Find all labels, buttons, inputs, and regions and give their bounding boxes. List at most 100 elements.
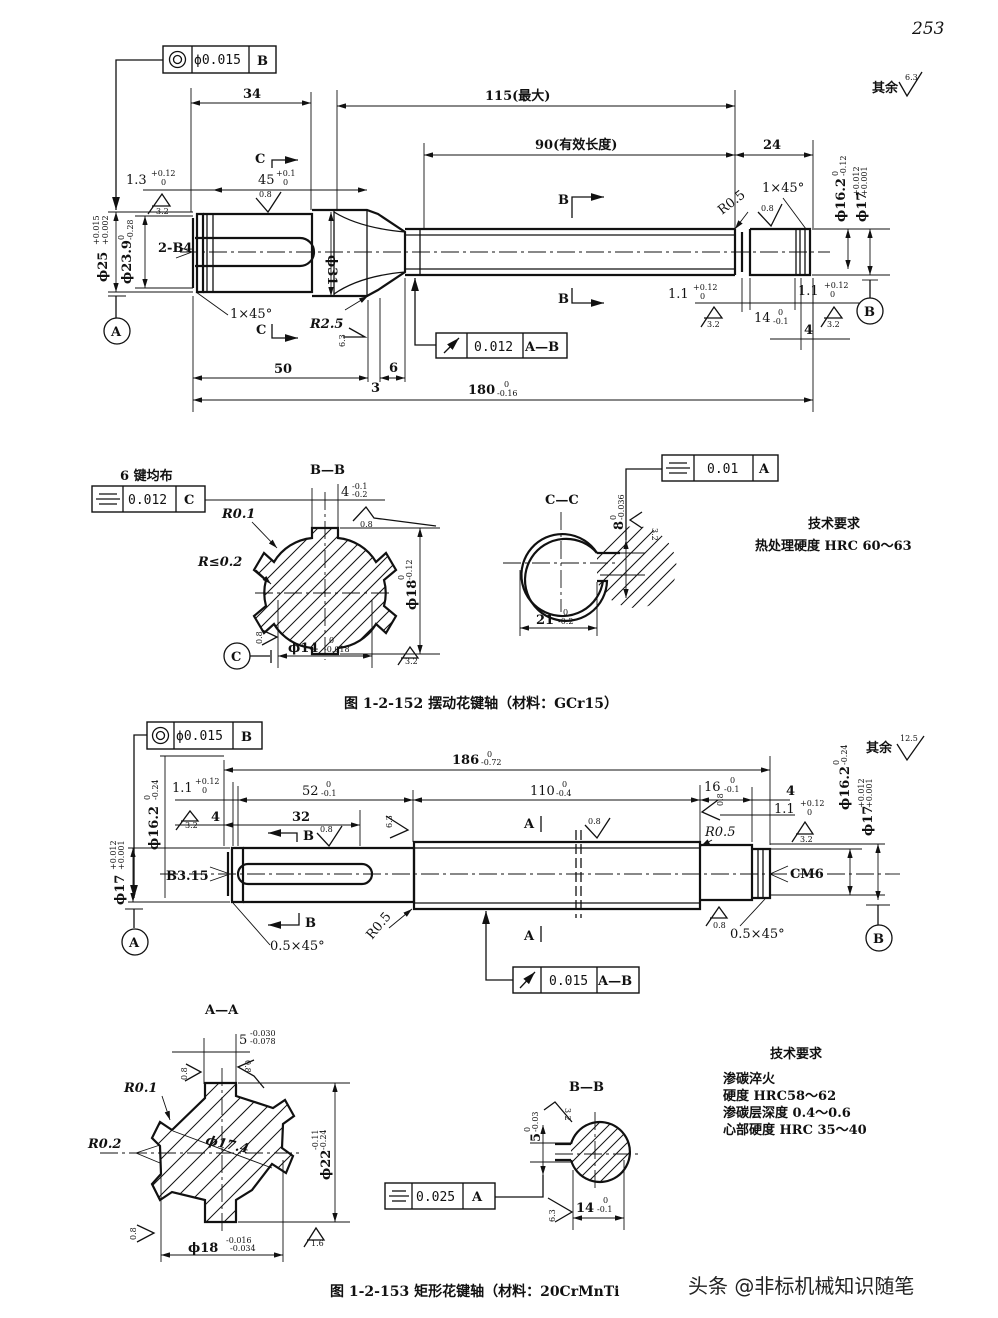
radius-r0-1: R0.1 xyxy=(123,1081,157,1096)
dim-110-low: -0.4 xyxy=(556,789,571,798)
symmetry-icon xyxy=(96,493,120,505)
roughness-left: 0.8 xyxy=(180,1067,189,1080)
key-width-low: -0.2 xyxy=(352,490,367,499)
radius-r0-2: R0.2 xyxy=(87,1137,121,1152)
roughness-0-8-d: 0.8 xyxy=(713,921,726,930)
hatch-line xyxy=(434,515,529,610)
hatch-line xyxy=(254,528,299,654)
roughness-3-2-b: 3.2 xyxy=(827,320,840,329)
hatch-line xyxy=(490,515,585,610)
dim-phi17-4: ϕ17.4 xyxy=(204,1133,250,1157)
hatch-line xyxy=(671,525,677,608)
requirement-line: 渗碳淬火 xyxy=(723,1071,776,1087)
dim-1-3-tol-low: 0 xyxy=(161,178,166,187)
roughness-bottom: 3.2 xyxy=(405,657,418,666)
section-note: 6 键均布 xyxy=(120,468,173,484)
hatch-line xyxy=(152,1083,171,1222)
datum-a-marker xyxy=(121,928,149,956)
hatch-line xyxy=(367,528,396,654)
spline-profile xyxy=(150,1081,296,1224)
roughness-6-3: 6.3 xyxy=(338,334,347,347)
key-width-up: -0.1 xyxy=(352,482,367,491)
dim-5-up: 0 xyxy=(523,1127,532,1132)
hatch-line xyxy=(597,525,656,608)
fcf-datum: A—B xyxy=(597,974,632,989)
hatch-line xyxy=(255,528,396,654)
requirements-title: 技术要求 xyxy=(808,516,861,532)
fcf-tolerance: 0.015 xyxy=(549,974,588,989)
dim-90: 90(有效长度) xyxy=(535,137,617,153)
roughness-symbol-icon xyxy=(896,735,925,762)
dim-180-up: 0 xyxy=(504,380,509,389)
dim-1-3-tol-up: +0.12 xyxy=(151,169,176,178)
hatch-line xyxy=(686,515,781,610)
hatch-line xyxy=(700,515,795,610)
dim-1-3: 1.3 xyxy=(126,173,147,188)
key-width-low: -0.078 xyxy=(250,1037,276,1046)
rest-roughness-label: 其余 xyxy=(872,80,899,96)
roughness-0-8-right: 0.8 xyxy=(761,204,774,213)
hatch-line xyxy=(571,1122,627,1182)
dim-phi16-2-up: 0 xyxy=(143,795,152,800)
figure2-caption: 图 1-2-153 矩形花键轴（材料：20CrMnTi xyxy=(330,1283,620,1300)
hatch-line xyxy=(494,520,634,660)
dim-52-low: -0.1 xyxy=(321,789,336,798)
fcf-runout: 0.015 A—B xyxy=(482,911,640,994)
dim-phi17-right: ϕ17 xyxy=(861,806,876,836)
dim-phi25-up: +0.015 xyxy=(92,215,101,245)
dim-14: 14 xyxy=(754,311,771,326)
dim-1-1-b-low: 0 xyxy=(830,290,835,299)
coaxiality-icon xyxy=(151,726,170,745)
dim-1-1-a-low: 0 xyxy=(700,292,705,301)
dim-1-1-b: 1.1 xyxy=(774,802,795,817)
figure1-requirements: 技术要求 热处理硬度 HRC 60～63 xyxy=(755,516,912,554)
radius-r0-5: R0.5 xyxy=(715,188,748,219)
dim-186-low: -0.72 xyxy=(481,758,502,767)
hatch-line xyxy=(410,520,550,660)
figure1-caption: 图 1-2-152 摆动花键轴（材料：GCr15） xyxy=(344,695,618,712)
dim-phi17-up: +0.012 xyxy=(852,166,861,196)
fcf-datum: B xyxy=(257,54,268,69)
fig2-top-dimensions: 186 0 -0.72 1.1 +0.12 0 52 0 -0.1 110 0 … xyxy=(172,750,825,848)
center-hole-left: B3.15 xyxy=(166,869,209,884)
key-width: 4 xyxy=(341,485,349,500)
section-b-top-label: B xyxy=(558,193,569,208)
fcf-datum: B xyxy=(241,730,252,745)
rest-roughness-label: 其余 xyxy=(866,740,893,756)
chamfer-left: 0.5×45° xyxy=(270,939,325,954)
dim-phi22-up: -0.11 xyxy=(311,1129,320,1150)
dim-1-1-a-up: +0.12 xyxy=(693,283,718,292)
datum-c-label: C xyxy=(231,650,241,665)
roughness-bottom-right: 1.6 xyxy=(311,1239,324,1248)
roughness-3-2: 3.2 xyxy=(650,528,659,541)
dim-1-1-b: 1.1 xyxy=(798,284,819,299)
roughness-3-2: 3.2 xyxy=(156,207,169,216)
dim-21: 21 xyxy=(536,613,554,628)
roughness-symbol-icon xyxy=(898,71,923,98)
section-a-top-label: A xyxy=(523,817,535,832)
radius-r0-2: R≤0.2 xyxy=(197,555,242,570)
dim-4-right: 4 xyxy=(786,784,795,799)
roughness-top: 0.8 xyxy=(360,520,373,529)
dim-1-1-a-low: 0 xyxy=(202,786,207,795)
roughness-0-8: 0.8 xyxy=(259,190,272,199)
dim-14: 14 xyxy=(576,1201,594,1216)
roughness-3-2: 3.2 xyxy=(563,1108,572,1121)
dim-phi23-9-up: 0 xyxy=(117,235,126,240)
dim-phi18: ϕ18 xyxy=(188,1241,218,1256)
fig1-bottom-dimensions: 50 3 6 180 0 -0.16 xyxy=(192,278,814,412)
key-width-up: -0.030 xyxy=(250,1029,276,1038)
hatch-line xyxy=(152,1083,261,1222)
hatch-line xyxy=(657,525,677,608)
dim-45-tol-up: +0.1 xyxy=(276,169,295,178)
symmetry-icon xyxy=(389,1190,409,1202)
dim-4-left: 4 xyxy=(211,810,220,825)
hatch-line xyxy=(597,525,642,608)
section-b-top-label: B xyxy=(303,829,314,844)
roughness-3-2-a: 3.2 xyxy=(707,320,720,329)
hatch-line xyxy=(522,520,662,660)
hatch-line xyxy=(339,528,396,654)
runout-icon xyxy=(519,971,536,989)
fcf-tolerance: ϕ0.015 xyxy=(176,729,223,744)
fig2-right-dimensions: 0.8 0.5×45° CM6 ϕ16.2 0 -0.24 ϕ17 +0.012… xyxy=(705,744,893,952)
